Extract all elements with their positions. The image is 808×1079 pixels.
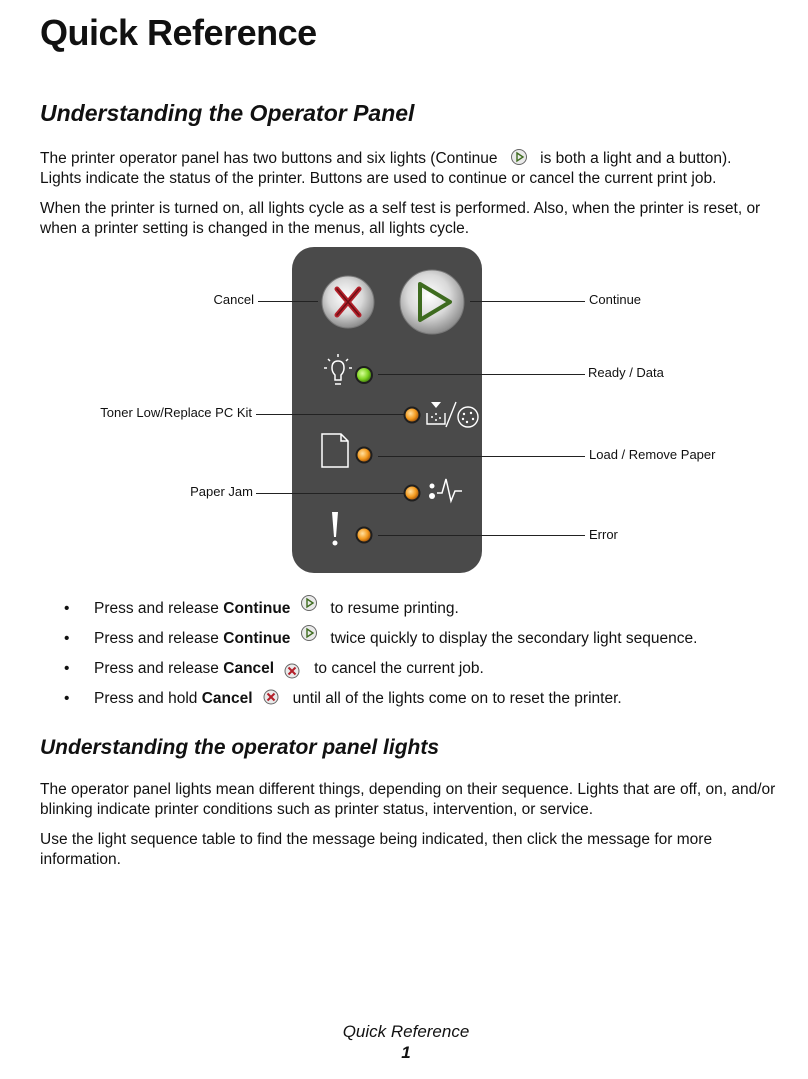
ready-data-leader [378, 374, 585, 375]
paper-jam-callout: Paper Jam [150, 484, 253, 499]
section-heading-operator-panel: Understanding the Operator Panel [40, 100, 414, 127]
self-test-paragraph: When the printer is turned on, all light… [40, 199, 780, 239]
error-callout: Error [589, 527, 618, 542]
ready-data-callout: Ready / Data [588, 365, 664, 380]
intro-paragraph: The printer operator panel has two butto… [40, 149, 780, 189]
operator-panel-diagram: Cancel Continue Ready / Data Toner Low/R… [0, 245, 808, 580]
paper-icon [322, 434, 348, 467]
intro-text-after: is both a light and a button). [540, 150, 731, 167]
error-leader [378, 535, 585, 536]
load-paper-leader [378, 456, 585, 457]
continue-leader [470, 301, 585, 302]
continue-callout: Continue [589, 292, 641, 307]
cancel-leader [258, 301, 318, 302]
load-paper-light [357, 448, 372, 463]
cancel-icon [274, 660, 308, 678]
cancel-callout: Cancel [150, 292, 254, 307]
page-number: 1 [0, 1043, 808, 1063]
toner-pc-kit-icon [427, 402, 478, 427]
cancel-button[interactable] [322, 276, 374, 328]
light-sequence-paragraph: Use the light sequence table to find the… [40, 830, 780, 870]
operator-panel-controls [292, 247, 482, 573]
document-title: Quick Reference [40, 12, 317, 54]
lightbulb-icon [324, 354, 352, 384]
paper-jam-icon [429, 479, 462, 501]
continue-icon [502, 150, 536, 168]
continue-button[interactable] [400, 270, 464, 334]
intro-text-line2: Lights indicate the status of the printe… [40, 170, 716, 187]
error-light [357, 528, 372, 543]
toner-callout: Toner Low/Replace PC Kit [60, 405, 252, 420]
intro-text-before: The printer operator panel has two butto… [40, 150, 498, 167]
paper-jam-light [405, 486, 420, 501]
footer-title: Quick Reference [0, 1022, 808, 1042]
continue-icon [290, 600, 324, 618]
toner-light [405, 408, 420, 423]
load-paper-callout: Load / Remove Paper [589, 447, 715, 462]
lights-paragraph: The operator panel lights mean different… [40, 780, 780, 820]
section-heading-panel-lights: Understanding the operator panel lights [40, 736, 439, 760]
cancel-icon [253, 690, 287, 708]
exclamation-icon [332, 512, 338, 546]
toner-leader [256, 414, 404, 415]
continue-icon [290, 630, 324, 648]
paper-jam-leader [256, 493, 404, 494]
ready-light [356, 367, 372, 383]
